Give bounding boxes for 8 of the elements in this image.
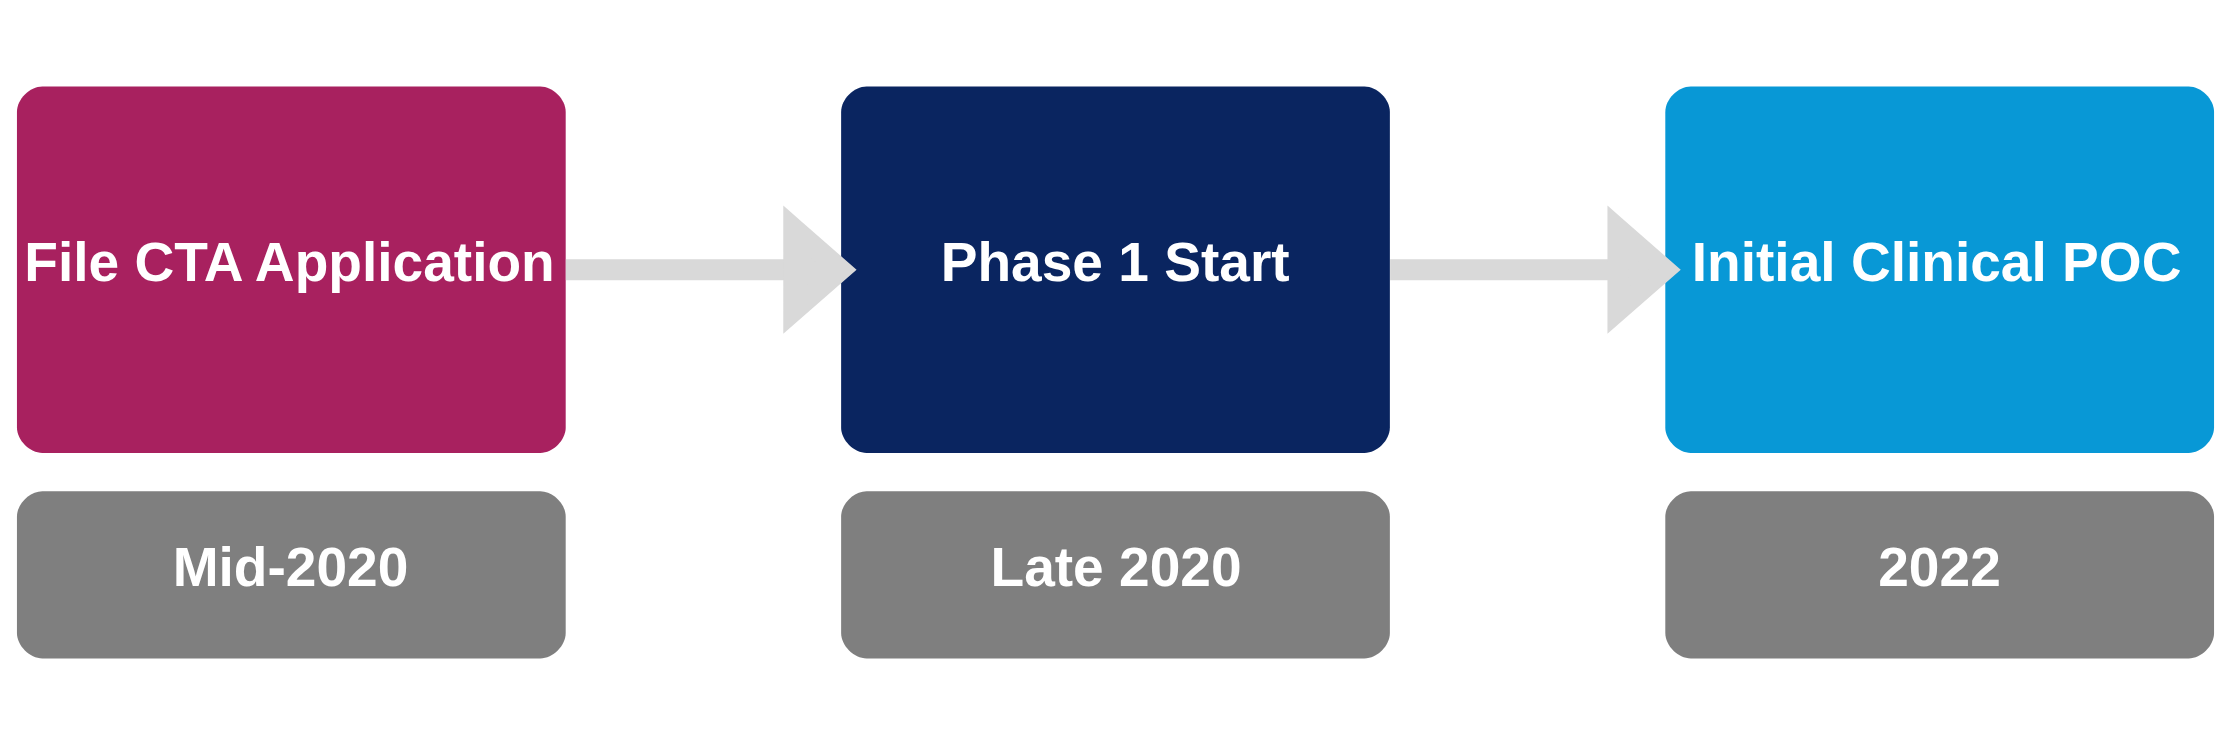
node-box: Phase 1 Start (841, 85, 1390, 453)
node-box: 2022 (1665, 490, 2215, 659)
node-box: Initial Clinical POC (1665, 85, 2215, 453)
arrow (1390, 205, 1681, 334)
node-box: File CTA Application (16, 85, 566, 453)
node-box: Mid-2020 (16, 490, 566, 659)
arrow (565, 205, 857, 334)
node-box: Late 2020 (841, 490, 1390, 659)
